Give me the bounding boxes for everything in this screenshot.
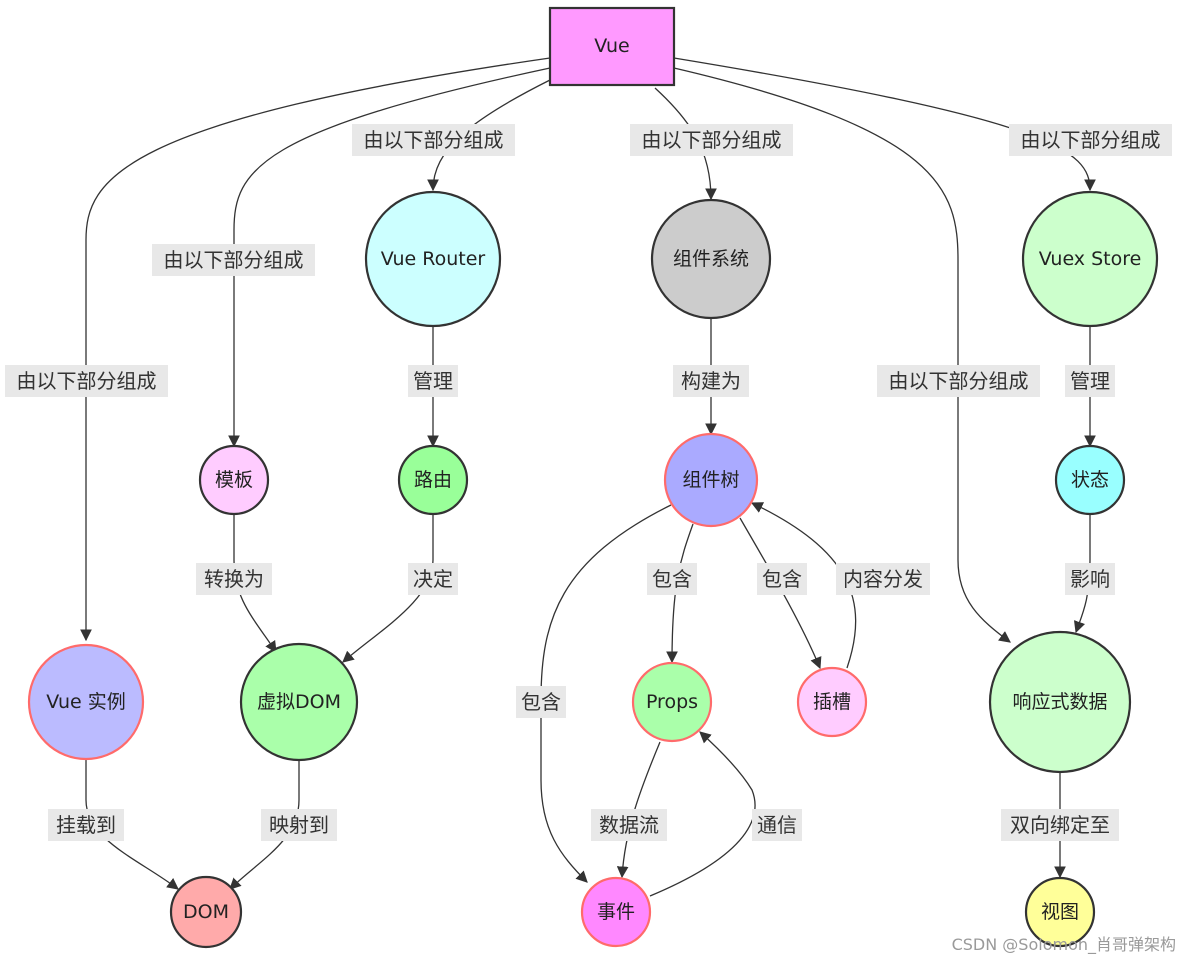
node-event[interactable]: 事件 bbox=[580, 876, 652, 948]
svg-text:Vuex Store: Vuex Store bbox=[1039, 248, 1142, 270]
edge-tree-event bbox=[540, 504, 672, 883]
node-vue-instance[interactable]: Vue 实例 bbox=[27, 643, 145, 761]
label-consists-of-6: 由以下部分组成 bbox=[877, 365, 1040, 397]
label-consists-of-5: 由以下部分组成 bbox=[5, 365, 168, 397]
watermark: CSDN @Solomon_肖哥弹架构 bbox=[952, 935, 1176, 955]
node-virtual-dom[interactable]: 虚拟DOM bbox=[239, 642, 359, 762]
svg-text:状态: 状态 bbox=[1071, 469, 1109, 491]
svg-text:影响: 影响 bbox=[1070, 567, 1110, 591]
svg-text:映射到: 映射到 bbox=[269, 813, 329, 837]
svg-text:虚拟DOM: 虚拟DOM bbox=[257, 691, 341, 713]
node-state[interactable]: 状态 bbox=[1054, 444, 1126, 516]
svg-text:事件: 事件 bbox=[597, 901, 635, 923]
label-mount-to: 挂载到 bbox=[48, 809, 124, 841]
label-contain-props: 包含 bbox=[647, 563, 697, 595]
edge-event-props bbox=[649, 731, 756, 897]
label-contain-slot: 包含 bbox=[757, 563, 807, 595]
svg-text:由以下部分组成: 由以下部分组成 bbox=[164, 248, 304, 272]
node-reactive-data[interactable]: 响应式数据 bbox=[988, 630, 1132, 774]
node-template[interactable]: 模板 bbox=[198, 444, 270, 516]
node-props[interactable]: Props bbox=[631, 661, 713, 743]
label-consists-of-1: 由以下部分组成 bbox=[352, 124, 515, 156]
node-vue[interactable]: Vue bbox=[548, 6, 676, 87]
svg-text:管理: 管理 bbox=[1070, 369, 1110, 393]
svg-text:包含: 包含 bbox=[521, 690, 561, 714]
nodes: Vue Vue Router 组件系统 Vuex Store 模板 路由 组件树 bbox=[27, 6, 1159, 949]
svg-text:通信: 通信 bbox=[757, 813, 797, 837]
svg-text:组件系统: 组件系统 bbox=[673, 248, 749, 270]
label-manage-router: 管理 bbox=[408, 365, 458, 397]
node-slot[interactable]: 插槽 bbox=[796, 666, 868, 738]
svg-text:决定: 决定 bbox=[413, 567, 453, 591]
svg-text:响应式数据: 响应式数据 bbox=[1012, 691, 1107, 713]
svg-text:模板: 模板 bbox=[215, 469, 253, 491]
label-contain-event: 包含 bbox=[516, 686, 566, 718]
edge-vue-template bbox=[228, 67, 551, 448]
svg-text:转换为: 转换为 bbox=[204, 567, 264, 591]
node-component-tree[interactable]: 组件树 bbox=[663, 432, 759, 528]
svg-text:管理: 管理 bbox=[413, 369, 453, 393]
svg-text:包含: 包含 bbox=[652, 567, 692, 591]
label-map-to: 映射到 bbox=[261, 809, 337, 841]
svg-text:Props: Props bbox=[646, 691, 698, 713]
label-convert-to: 转换为 bbox=[196, 563, 272, 595]
svg-text:由以下部分组成: 由以下部分组成 bbox=[1021, 128, 1161, 152]
svg-text:插槽: 插槽 bbox=[813, 691, 851, 713]
edge-vue-reactive-data bbox=[673, 67, 1011, 643]
label-two-way-bind: 双向绑定至 bbox=[1001, 809, 1119, 841]
svg-text:挂载到: 挂载到 bbox=[56, 813, 116, 837]
node-component-system[interactable]: 组件系统 bbox=[650, 198, 772, 320]
label-build-as: 构建为 bbox=[673, 365, 749, 397]
label-influence: 影响 bbox=[1065, 563, 1115, 595]
label-content-distribution: 内容分发 bbox=[836, 563, 930, 595]
svg-text:Vue 实例: Vue 实例 bbox=[46, 691, 125, 713]
svg-text:组件树: 组件树 bbox=[682, 469, 739, 491]
label-consists-of-3: 由以下部分组成 bbox=[1009, 124, 1172, 156]
svg-text:DOM: DOM bbox=[183, 901, 229, 923]
edge-vue-instance-dom bbox=[85, 760, 179, 890]
svg-text:Vue: Vue bbox=[594, 35, 629, 57]
label-data-flow: 数据流 bbox=[591, 809, 667, 841]
node-vue-router[interactable]: Vue Router bbox=[364, 190, 502, 328]
svg-text:内容分发: 内容分发 bbox=[843, 567, 923, 591]
label-consists-of-2: 由以下部分组成 bbox=[630, 124, 793, 156]
edge-labels: 由以下部分组成 由以下部分组成 由以下部分组成 由以下部分组成 由以下部分组成 … bbox=[5, 124, 1172, 841]
node-view[interactable]: 视图 bbox=[1024, 876, 1096, 948]
label-communicate: 通信 bbox=[752, 809, 802, 841]
node-route[interactable]: 路由 bbox=[397, 444, 469, 516]
node-dom[interactable]: DOM bbox=[169, 875, 243, 949]
svg-text:双向绑定至: 双向绑定至 bbox=[1010, 813, 1110, 837]
svg-text:由以下部分组成: 由以下部分组成 bbox=[889, 369, 1029, 393]
label-manage-vuex: 管理 bbox=[1065, 365, 1115, 397]
svg-text:由以下部分组成: 由以下部分组成 bbox=[642, 128, 782, 152]
label-consists-of-4: 由以下部分组成 bbox=[152, 244, 315, 276]
svg-text:构建为: 构建为 bbox=[681, 369, 741, 393]
edge-virtual-dom-dom bbox=[229, 760, 300, 890]
svg-text:包含: 包含 bbox=[762, 567, 802, 591]
label-decide: 决定 bbox=[408, 563, 458, 595]
svg-text:路由: 路由 bbox=[414, 469, 452, 491]
edge-vue-vue-instance bbox=[80, 57, 551, 642]
svg-text:由以下部分组成: 由以下部分组成 bbox=[364, 128, 504, 152]
edge-state-reactive-data bbox=[1073, 514, 1091, 634]
svg-text:Vue Router: Vue Router bbox=[381, 248, 486, 270]
svg-text:视图: 视图 bbox=[1041, 901, 1079, 923]
svg-text:数据流: 数据流 bbox=[599, 813, 659, 837]
node-vuex-store[interactable]: Vuex Store bbox=[1021, 190, 1159, 328]
svg-text:由以下部分组成: 由以下部分组成 bbox=[17, 369, 157, 393]
